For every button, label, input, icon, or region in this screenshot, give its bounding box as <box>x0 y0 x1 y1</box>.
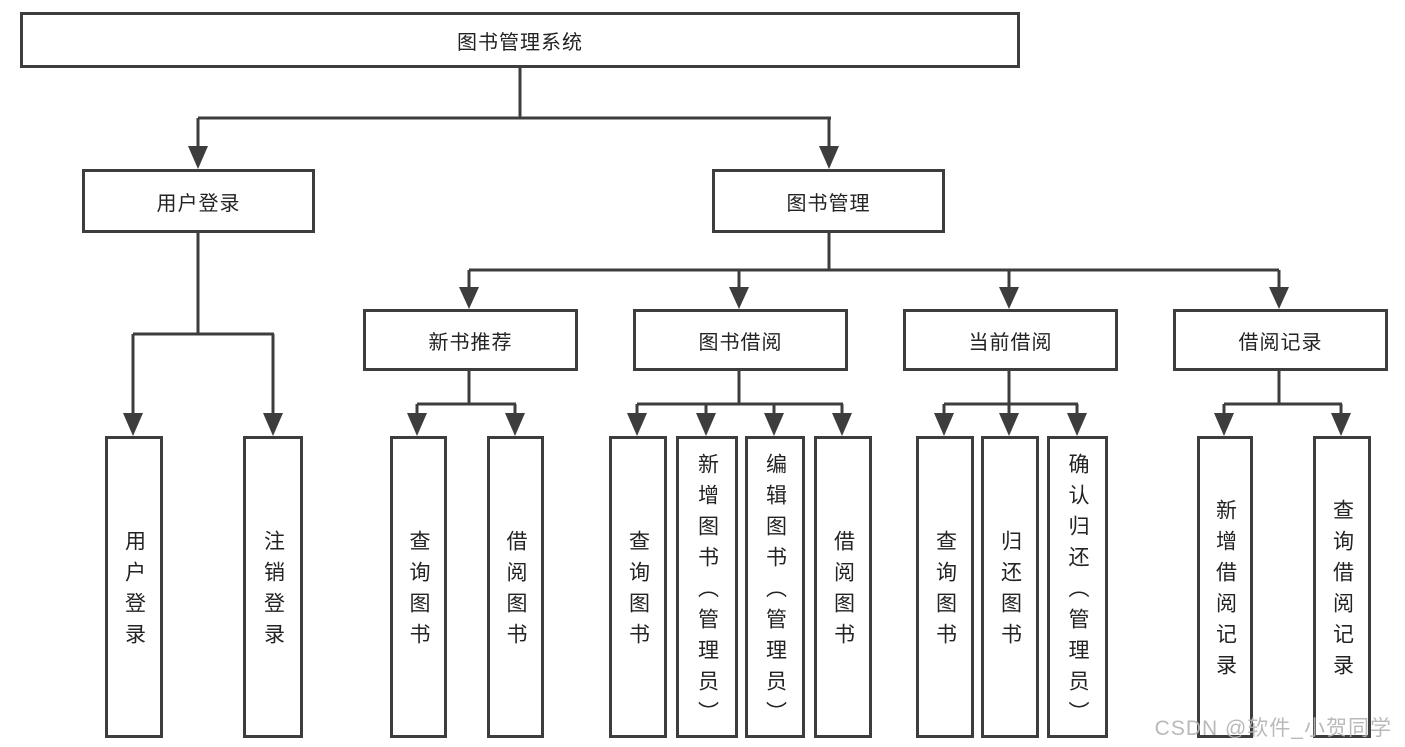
node-new-book-recommend: 新书推荐 <box>363 309 578 371</box>
leaf-query-books-recommend: 查询图书 <box>390 436 447 738</box>
node-current-borrow: 当前借阅 <box>903 309 1118 371</box>
leaf-logout-login: 注销登录 <box>243 436 303 738</box>
leaf-borrow-books-label: 借阅图书 <box>831 530 855 654</box>
node-book-management: 图书管理 <box>712 169 945 233</box>
leaf-query-books-current-label: 查询图书 <box>933 530 957 654</box>
leaf-query-books-borrow: 查询图书 <box>609 436 667 738</box>
node-root: 图书管理系统 <box>20 12 1020 68</box>
leaf-add-borrow-record: 新增借阅记录 <box>1197 436 1253 738</box>
leaf-user-login-label: 用户登录 <box>122 530 146 654</box>
leaf-edit-books-admin: 编辑图书（管理员） <box>745 436 805 738</box>
node-book-borrow: 图书借阅 <box>633 309 848 371</box>
leaf-borrow-books-recommend-label: 借阅图书 <box>504 530 527 654</box>
leaf-edit-books-admin-label: 编辑图书（管理员） <box>763 452 787 732</box>
node-borrow-records-label: 借阅记录 <box>1238 331 1323 354</box>
leaf-return-books: 归还图书 <box>981 436 1039 738</box>
node-book-borrow-label: 图书借阅 <box>698 331 783 354</box>
leaf-add-borrow-record-label: 新增借阅记录 <box>1213 499 1237 685</box>
arrowheads <box>123 146 1351 436</box>
leaf-add-books-admin-label: 新增图书（管理员） <box>695 452 719 732</box>
leaf-add-books-admin: 新增图书（管理员） <box>676 436 738 738</box>
node-new-book-recommend-label: 新书推荐 <box>428 331 513 354</box>
node-user-login: 用户登录 <box>82 169 315 233</box>
node-current-borrow-label: 当前借阅 <box>968 331 1053 354</box>
leaf-user-login: 用户登录 <box>105 436 163 738</box>
node-root-label: 图书管理系统 <box>457 31 583 54</box>
csdn-watermark: CSDN @软件_小贺同学 <box>1154 717 1392 740</box>
leaf-query-books-recommend-label: 查询图书 <box>407 530 430 654</box>
node-borrow-records: 借阅记录 <box>1173 309 1388 371</box>
leaf-borrow-books-recommend: 借阅图书 <box>487 436 544 738</box>
leaf-query-borrow-record: 查询借阅记录 <box>1313 436 1371 738</box>
leaf-query-books-current: 查询图书 <box>916 436 974 738</box>
node-book-management-label: 图书管理 <box>786 192 871 215</box>
leaf-confirm-return-admin: 确认归还（管理员） <box>1047 436 1108 738</box>
leaf-borrow-books: 借阅图书 <box>814 436 872 738</box>
leaf-query-books-borrow-label: 查询图书 <box>626 530 650 654</box>
leaf-logout-login-label: 注销登录 <box>261 530 285 654</box>
leaf-confirm-return-admin-label: 确认归还（管理员） <box>1066 452 1089 732</box>
node-user-login-label: 用户登录 <box>156 192 241 215</box>
leaf-query-borrow-record-label: 查询借阅记录 <box>1330 499 1354 685</box>
leaf-return-books-label: 归还图书 <box>998 530 1022 654</box>
